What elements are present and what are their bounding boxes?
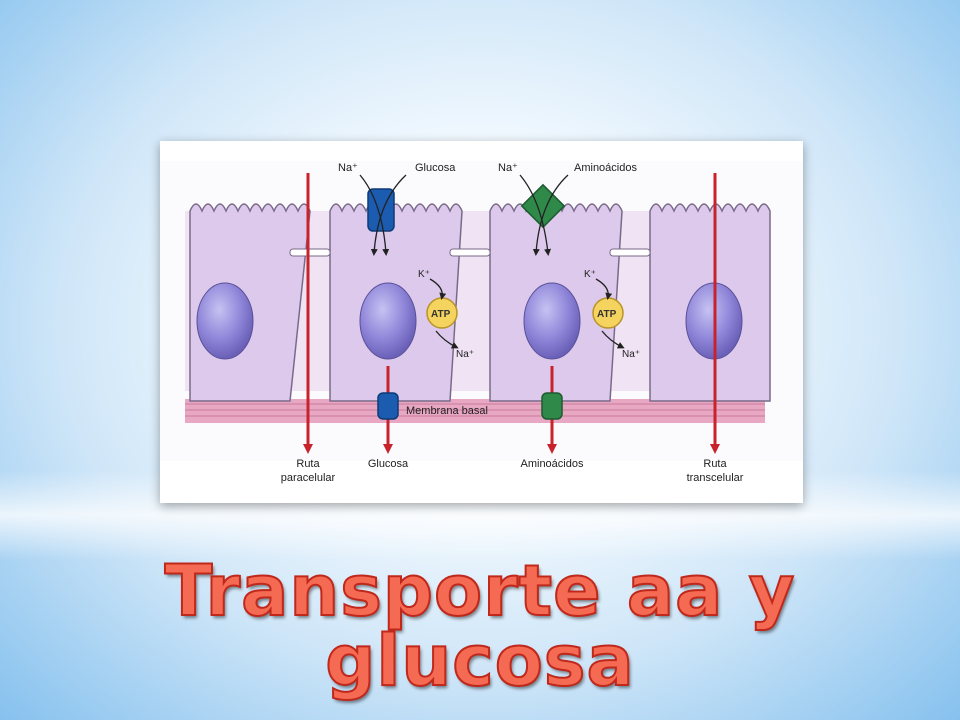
na-out-label-2: Na⁺	[622, 349, 640, 360]
na-glucose-label: Na⁺	[338, 162, 358, 174]
transcellular-label-1: Ruta	[703, 458, 727, 470]
na-out-arrow-1	[435, 330, 459, 349]
na-out-label-1: Na⁺	[456, 349, 474, 360]
k-in-arrow-1	[429, 278, 447, 300]
na-out-arrow-2	[601, 330, 625, 349]
amino-na-flow-arrow	[519, 174, 552, 256]
glucose-na-flow-arrow	[359, 174, 390, 256]
diagram-svg: Na⁺ Glucosa Na⁺ Aminoácidos K⁺ ATP Na⁺ K…	[160, 161, 803, 484]
glucose-top-label: Glucosa	[415, 162, 456, 174]
amino-bottom-label: Aminoácidos	[521, 458, 584, 470]
epithelial-cells	[189, 203, 771, 402]
na-amino-label: Na⁺	[498, 162, 518, 174]
cell-1	[189, 203, 311, 402]
cell-4	[649, 203, 771, 402]
amino-basal-transporter	[541, 392, 563, 420]
basal-membrane	[185, 399, 765, 423]
atp-label-2: ATP	[597, 309, 617, 320]
diagram-figure: Na⁺ Glucosa Na⁺ Aminoácidos K⁺ ATP Na⁺ K…	[160, 141, 803, 503]
amino-top-label: Aminoácidos	[574, 162, 637, 174]
k-in-arrow-2	[595, 278, 613, 300]
tight-junctions	[289, 248, 651, 257]
cell-3	[489, 203, 623, 402]
atp-label-1: ATP	[431, 309, 451, 320]
cell-2	[329, 203, 463, 402]
k-label-1: K⁺	[418, 269, 430, 280]
paracellular-label-2: paracelular	[281, 472, 336, 484]
slide-title: Transporte aa y glucosa	[164, 550, 796, 702]
k-label-2: K⁺	[584, 269, 596, 280]
glucose-bottom-label: Glucosa	[368, 458, 409, 470]
amino-flow-arrow	[532, 174, 569, 256]
basal-membrane-label: Membrana basal	[406, 405, 488, 417]
glucose-flow-arrow	[370, 174, 407, 256]
glucose-basal-transporter	[377, 392, 399, 420]
paracellular-label-1: Ruta	[296, 458, 320, 470]
transcellular-label-2: transcelular	[687, 472, 744, 484]
